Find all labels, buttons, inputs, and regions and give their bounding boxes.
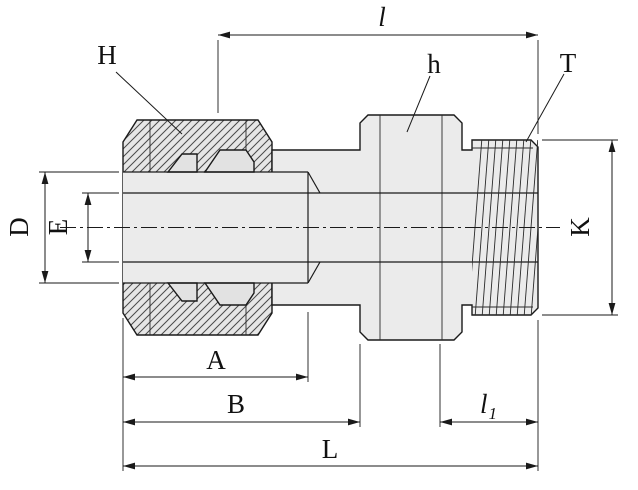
leader-H: [115, 71, 183, 135]
label-nut-hex-H: H: [97, 40, 117, 70]
leader-T: [525, 73, 565, 143]
extension-lines: [39, 40, 618, 471]
label-length-l1: l1: [480, 389, 497, 423]
label-length-B: B: [227, 389, 245, 419]
label-length-L: L: [322, 434, 339, 464]
fitting-section: [60, 114, 560, 341]
label-diameter-E: E: [43, 219, 73, 236]
label-length-A: A: [206, 345, 226, 375]
label-diameter-K: K: [565, 217, 595, 237]
label-thread-T: T: [560, 48, 577, 78]
ferrules: [166, 149, 255, 306]
bore-lines: [123, 171, 538, 284]
leader-lines: [115, 71, 565, 143]
label-length-l: l: [378, 2, 386, 32]
dimension-labels: H l h T D E K A B l1 L: [4, 2, 595, 464]
dimension-lines: [41, 31, 616, 470]
label-body-hex-h: h: [427, 49, 441, 79]
leader-h: [406, 75, 431, 133]
label-diameter-D: D: [4, 217, 34, 237]
thread-lines: [472, 140, 538, 315]
